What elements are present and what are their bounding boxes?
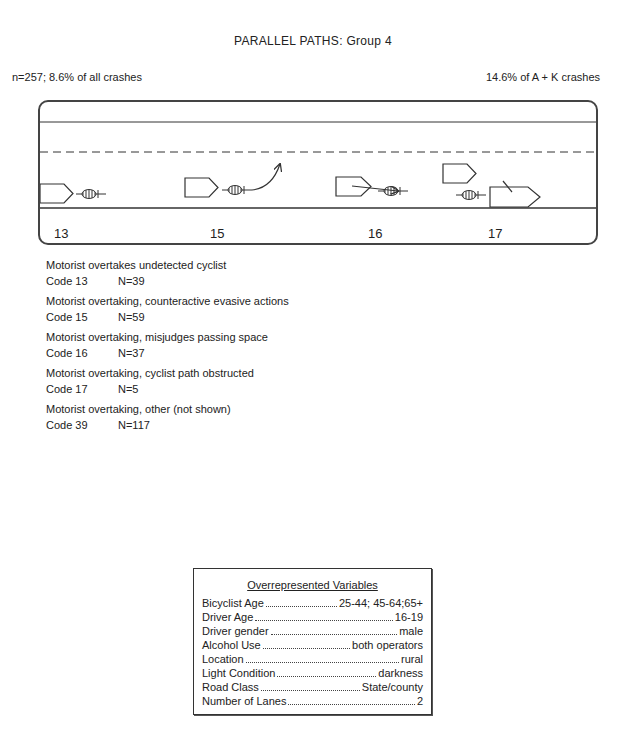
page-title: PARALLEL PATHS: Group 4 <box>234 34 392 48</box>
variable-name: Driver Age <box>202 610 253 624</box>
variable-row: Road Class State/county <box>202 680 423 694</box>
variable-value: 16-19 <box>395 610 423 624</box>
bicycle-symbol <box>222 186 252 195</box>
leader-dots <box>246 653 399 663</box>
leader-dots <box>266 597 337 607</box>
callout-number: 13 <box>54 226 68 241</box>
car-symbol <box>443 164 476 183</box>
path-arrow <box>503 181 512 192</box>
path-arrow <box>352 186 398 191</box>
variable-value: both operators <box>352 638 423 652</box>
variable-name: Driver gender <box>202 624 269 638</box>
variable-row: Driver Age 16-19 <box>202 610 423 624</box>
bicycle-symbol <box>456 191 486 200</box>
variable-name: Alcohol Use <box>202 638 261 652</box>
callout-number: 17 <box>488 226 502 241</box>
variable-row: Bicyclist Age 25-44; 45-64;65+ <box>202 596 423 610</box>
variable-name: Bicyclist Age <box>202 596 264 610</box>
crash-type-text: Code 13 <box>46 274 88 288</box>
car-symbol <box>40 184 73 203</box>
statistic-text: 14.6% of A + K crashes <box>486 70 600 84</box>
crash-type-text: N=5 <box>118 382 139 396</box>
crash-type-text: Code 15 <box>46 310 88 324</box>
variable-value: darkness <box>378 666 423 680</box>
callout-number: 15 <box>210 226 224 241</box>
variable-name: Light Condition <box>202 666 275 680</box>
leader-dots <box>255 611 393 621</box>
lane-line <box>40 152 596 153</box>
car-symbol <box>185 178 218 197</box>
illustration-frame: 13 15 16 17 <box>38 100 598 245</box>
crash-type-text: Motorist overtaking, misjudges passing s… <box>46 330 268 344</box>
variable-name: Location <box>202 652 244 666</box>
variable-row: Location rural <box>202 652 423 666</box>
variable-value: 2 <box>417 694 423 708</box>
variable-value: State/county <box>362 680 423 694</box>
crash-type-text: Motorist overtakes undetected cyclist <box>46 258 226 272</box>
crash-type-text: N=39 <box>118 274 145 288</box>
bicycle-symbol <box>76 190 106 199</box>
road-edge <box>40 122 596 123</box>
variable-row: Driver gender male <box>202 624 423 638</box>
variable-value: 25-44; 45-64;65+ <box>339 596 423 610</box>
variable-name: Road Class <box>202 680 259 694</box>
crash-type-text: Code 39 <box>46 418 88 432</box>
leader-dots <box>288 695 414 705</box>
statistic-text: n=257; 8.6% of all crashes <box>12 70 142 84</box>
box-heading-row: Overrepresented Variables <box>202 575 423 593</box>
variable-name: Number of Lanes <box>202 694 286 708</box>
variable-row: Alcohol Use both operators <box>202 638 423 652</box>
box-heading: Overrepresented Variables <box>247 579 378 591</box>
crash-type-text: N=37 <box>118 346 145 360</box>
leader-dots <box>277 667 376 677</box>
leader-dots <box>261 681 360 691</box>
crash-type-text: Code 16 <box>46 346 88 360</box>
crash-type-text: Motorist overtaking, counteractive evasi… <box>46 294 289 308</box>
leader-dots <box>271 625 398 635</box>
crash-type-text: Motorist overtaking, cyclist path obstru… <box>46 366 254 380</box>
path-arrow <box>252 164 280 190</box>
crash-type-text: N=59 <box>118 310 145 324</box>
variable-row: Number of Lanes 2 <box>202 694 423 708</box>
variable-value: rural <box>401 652 423 666</box>
variable-value: male <box>399 624 423 638</box>
variables-box: Overrepresented VariablesBicyclist Age 25… <box>193 568 432 715</box>
car-symbol <box>490 187 540 207</box>
crash-type-text: N=117 <box>118 418 150 432</box>
leader-dots <box>263 639 350 649</box>
crash-type-text: Motorist overtaking, other (not shown) <box>46 402 231 416</box>
crash-type-text: Code 17 <box>46 382 88 396</box>
callout-number: 16 <box>368 226 382 241</box>
variable-row: Light Condition darkness <box>202 666 423 680</box>
